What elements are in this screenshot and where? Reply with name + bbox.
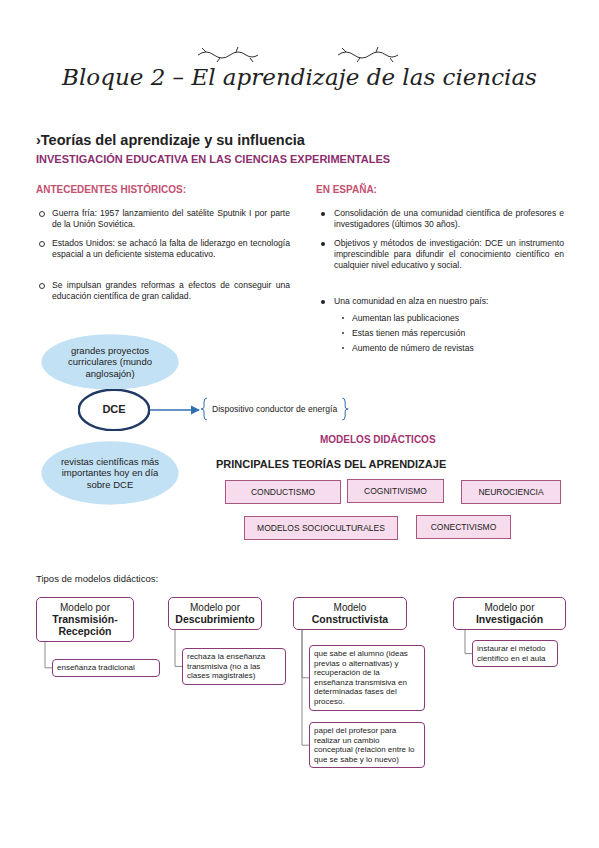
page-title: Bloque 2 – El aprendizaje de las ciencia… xyxy=(60,64,539,90)
theory-box: NEUROCIENCIA xyxy=(461,480,561,504)
node-text: que sabe el alumno (ideas previas o alte… xyxy=(314,649,420,707)
node-text: NEUROCIENCIA xyxy=(466,487,556,497)
node-text: CONECTIVISMO xyxy=(421,522,506,532)
model-box: Modelo porTransmisión-Recepción xyxy=(36,597,134,642)
ellipse-shape xyxy=(41,334,178,390)
node-text: revistas científicas más importantes hoy… xyxy=(58,456,162,490)
bullet-text: Guerra fría: 1957 lanzamiento del satéli… xyxy=(52,208,290,230)
connector xyxy=(302,630,309,745)
node-text: Modelo xyxy=(298,602,402,613)
node-text: Modelo por xyxy=(458,602,561,613)
bullet-text: Se impulsan grandes reformas a efectos d… xyxy=(52,280,290,302)
node-text: Modelo por xyxy=(41,602,129,613)
ellipse-shape xyxy=(41,441,178,504)
sub-bullet-text: Estas tienen más repercusión xyxy=(352,328,552,338)
node-text: COGNITIVISMO xyxy=(352,486,439,496)
bullet-marker xyxy=(342,347,344,349)
node-text: grandes proyectos curriculares (mundo an… xyxy=(58,345,162,379)
bullet-marker xyxy=(39,283,45,289)
bullet-text: Estados Unidos: se achacó la falta de li… xyxy=(52,238,290,260)
theory-box: CONECTIVISMO xyxy=(416,515,511,539)
model-box: Modelo porDescubrimiento xyxy=(168,597,262,630)
node-text: DCE xyxy=(102,403,125,416)
node-text: Modelo por xyxy=(173,602,257,613)
connector xyxy=(45,642,52,668)
model-box: ModeloConstructivista xyxy=(293,597,407,630)
model-note: rechaza la enseñanza transmisiva (no a l… xyxy=(182,648,286,685)
node-text: instaurar el método científico en el aul… xyxy=(477,644,553,663)
bullet-text: Objetivos y métodos de investigación: DC… xyxy=(334,238,564,272)
connector xyxy=(150,409,199,410)
model-note: enseñanza tradicional xyxy=(52,659,160,677)
node-text: papel del profesor para realizar un camb… xyxy=(314,726,420,764)
node-text: Investigación xyxy=(458,613,561,625)
model-note: que sabe el alumno (ideas previas o alte… xyxy=(309,645,425,711)
node-text: Dispositivo conductor de energía xyxy=(212,404,337,414)
connector xyxy=(175,630,182,666)
topic-ellipse: grandes proyectos curriculares (mundo an… xyxy=(40,333,180,391)
connector xyxy=(302,630,309,678)
node-text: rechaza la enseñanza transmisiva (no a l… xyxy=(187,652,281,681)
theory-box: CONDUCTISMO xyxy=(225,480,341,504)
subsection-heading: INVESTIGACIÓN EDUCATIVA EN LAS CIENCIAS … xyxy=(36,153,476,165)
theory-box: COGNITIVISMO xyxy=(347,479,444,503)
bullet-text: Consolidación de una comunidad científic… xyxy=(334,208,564,230)
theory-box: MODELOS SOCIOCULTURALES xyxy=(244,516,398,540)
node-text: Transmisión-Recepción xyxy=(41,613,129,637)
bullet-marker xyxy=(321,212,325,216)
model-note: papel del profesor para realizar un camb… xyxy=(309,722,425,768)
node-text: Descubrimiento xyxy=(173,613,257,625)
bullet-marker xyxy=(39,211,45,217)
section-label: Tipos de modelos didácticos: xyxy=(36,573,286,584)
model-note: instaurar el método científico en el aul… xyxy=(472,640,558,667)
node-text: enseñanza tradicional xyxy=(57,663,155,673)
topic-ellipse: revistas científicas más importantes hoy… xyxy=(40,440,180,506)
bullet-marker xyxy=(342,332,344,334)
node-text: CONDUCTISMO xyxy=(230,487,336,497)
bullet-text: Una comunidad en alza en nuestro país: xyxy=(334,296,564,307)
model-box: Modelo porInvestigación xyxy=(453,597,566,630)
column-heading: ANTECEDENTES HISTÓRICOS: xyxy=(36,184,286,195)
bullet-marker xyxy=(321,300,325,304)
bullet-marker xyxy=(342,317,344,319)
bracketed-note: Dispositivo conductor de energía xyxy=(200,398,349,420)
node-text: MODELOS SOCIOCULTURALES xyxy=(249,523,393,533)
bracket-stroke xyxy=(201,398,348,420)
sub-bullet-text: Aumentan las publicaciones xyxy=(352,313,552,323)
column-heading: EN ESPAÑA: xyxy=(316,184,516,195)
section-heading: ›Teorías del aprendizaje y su influencia xyxy=(36,132,436,148)
node-text: Constructivista xyxy=(298,613,402,625)
topic-ellipse: DCE xyxy=(78,389,150,431)
bullet-marker xyxy=(39,241,45,247)
ellipse-shape xyxy=(79,390,150,430)
section-label: MODELOS DIDÁCTICOS xyxy=(320,434,520,445)
title-ornament xyxy=(198,47,398,62)
sub-bullet-text: Aumento de número de revistas xyxy=(352,343,552,353)
connector xyxy=(465,630,472,654)
section-label: PRINCIPALES TEORÍAS DEL APRENDIZAJE xyxy=(216,458,516,470)
bullet-marker xyxy=(321,242,325,246)
